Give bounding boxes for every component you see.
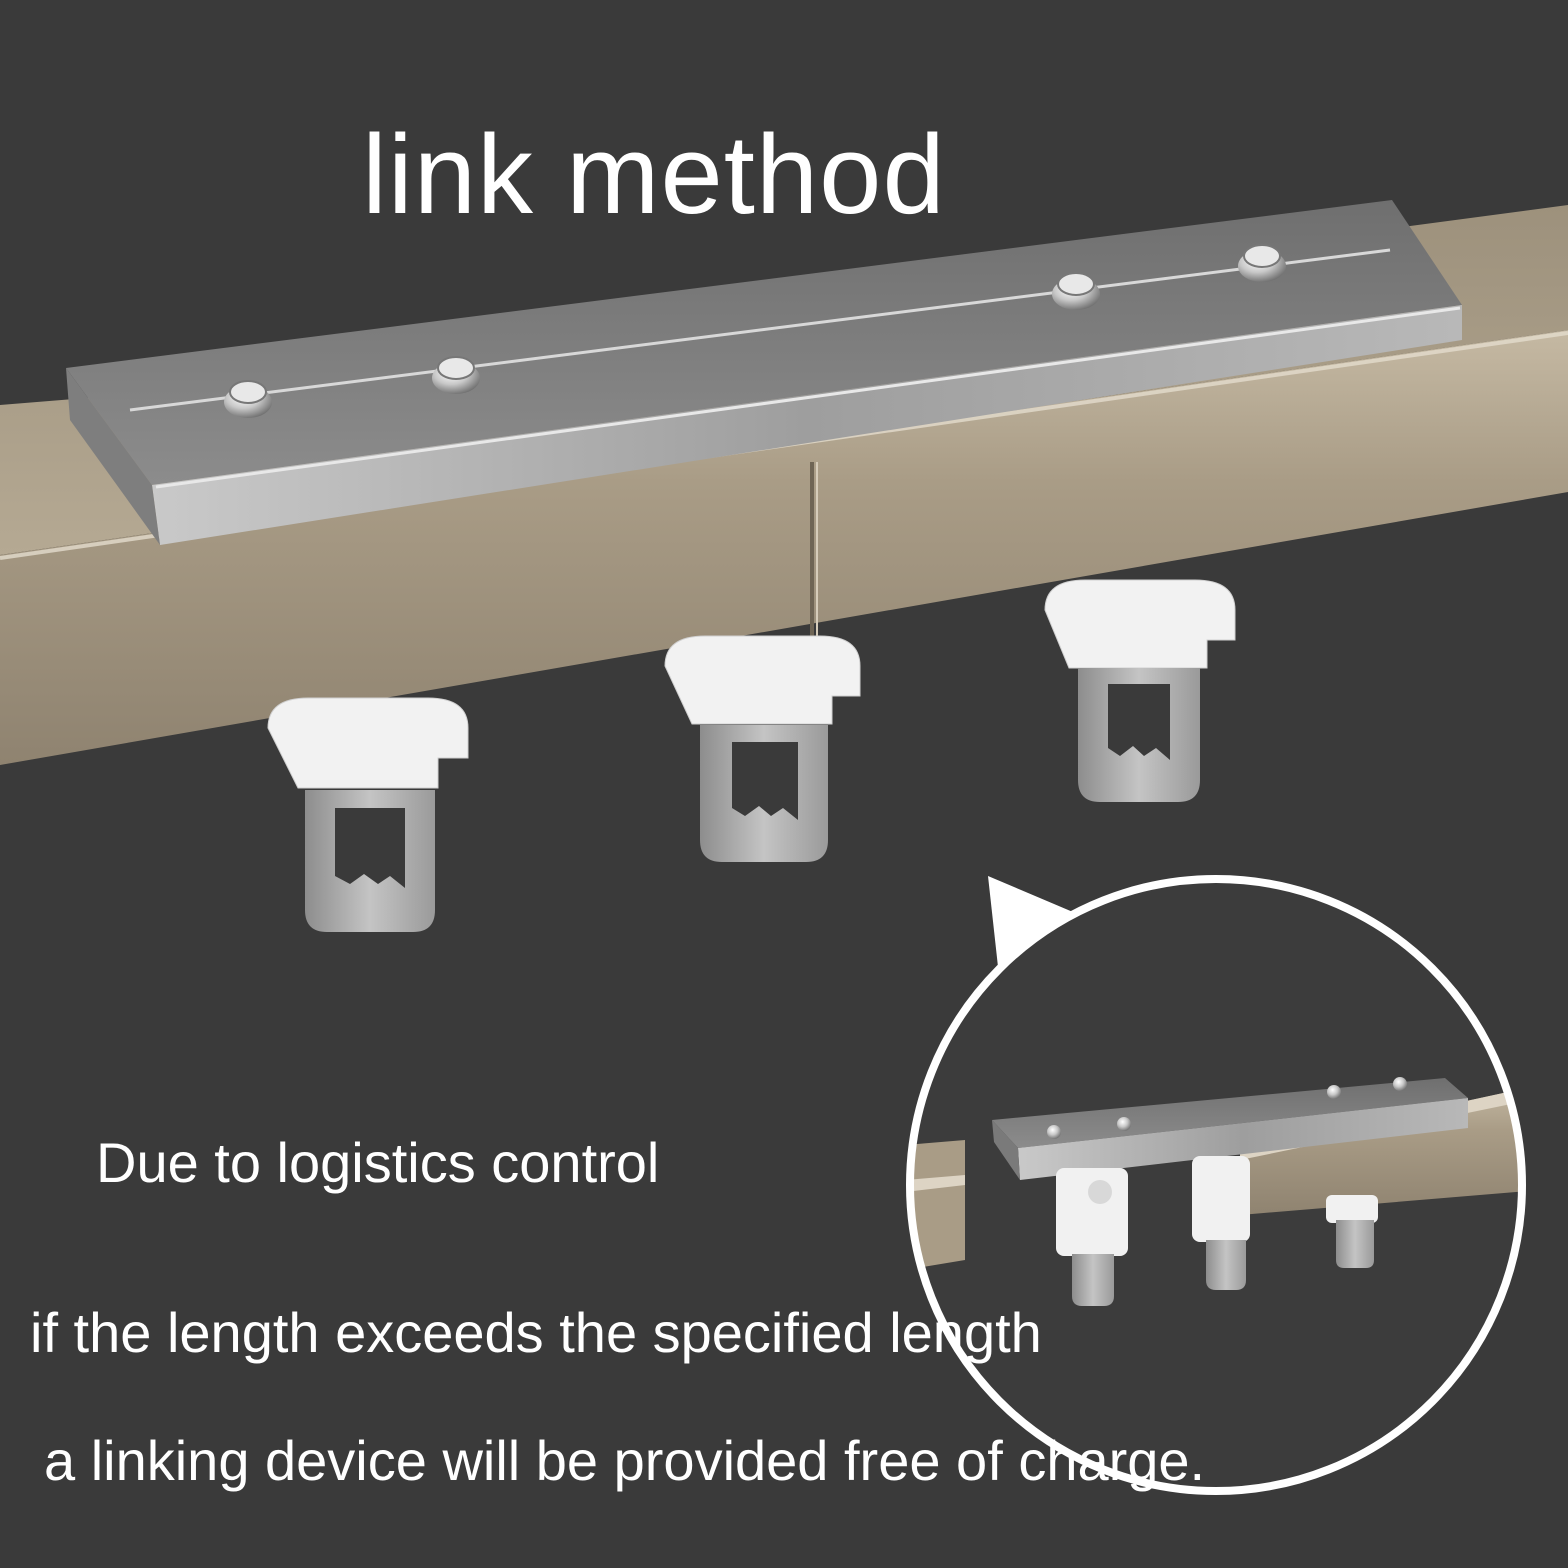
note-line-length: if the length exceeds the specified leng… xyxy=(30,1301,1042,1364)
curtain-hook xyxy=(664,635,861,862)
note-line-logistics: Due to logistics control xyxy=(96,1131,660,1194)
page-title: link method xyxy=(362,112,946,237)
link-connector-plate xyxy=(66,200,1462,545)
screw-icon xyxy=(224,380,272,418)
curtain-hook xyxy=(1044,579,1236,802)
note-line-free-device: a linking device will be provided free o… xyxy=(44,1429,1206,1492)
screw-icon xyxy=(1238,244,1286,282)
screw-icon xyxy=(1052,272,1100,310)
zoom-callout xyxy=(906,875,1526,1495)
curtain-hook xyxy=(267,697,469,932)
screw-icon xyxy=(432,356,480,394)
